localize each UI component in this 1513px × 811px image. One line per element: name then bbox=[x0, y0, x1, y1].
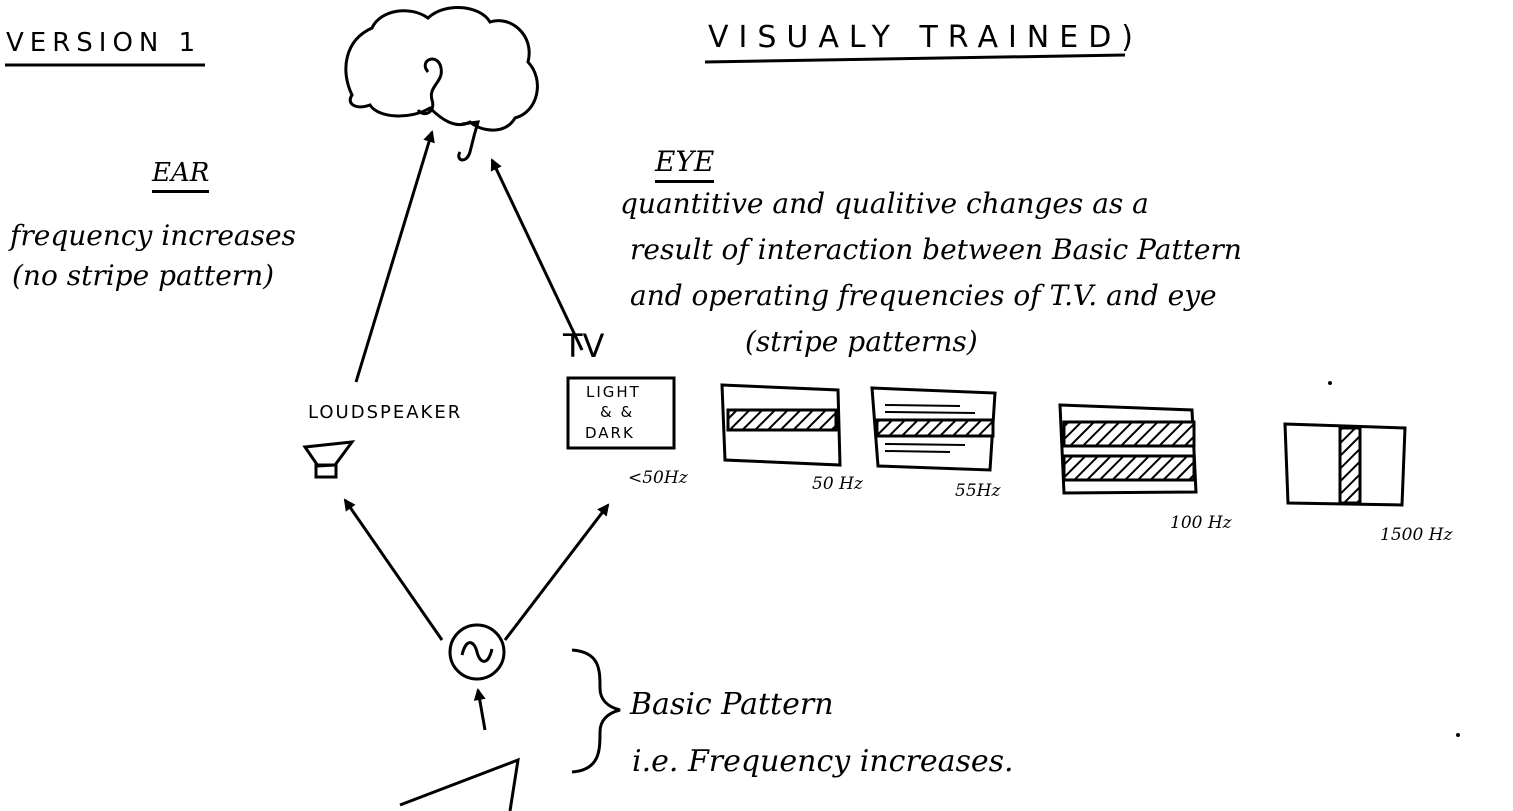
sawtooth-ramp bbox=[399, 757, 520, 811]
basic-pattern-line2: i.e. Frequency increases. bbox=[632, 744, 1014, 779]
loudspeaker-label: LOUDSPEAKER bbox=[308, 402, 463, 423]
freq-label-100: 100 Hz bbox=[1170, 513, 1232, 533]
arrow-osc-to-speaker bbox=[343, 498, 444, 641]
basic-pattern-line1: Basic Pattern bbox=[630, 687, 834, 722]
oscillator-icon bbox=[448, 623, 506, 681]
ear-note-line1: frequency increases bbox=[10, 219, 296, 252]
tv-screen-line3: DARK bbox=[585, 424, 635, 442]
version-label: VERSION 1 bbox=[6, 28, 202, 58]
arrow-input-to-osc bbox=[473, 688, 487, 731]
brain-cloud bbox=[344, 5, 539, 132]
eye-desc-line2: result of interaction between Basic Patt… bbox=[630, 233, 1242, 266]
arrow-osc-to-tv bbox=[503, 503, 610, 641]
curly-brace bbox=[571, 648, 621, 774]
ear-note-line2: (no stripe pattern) bbox=[12, 259, 275, 292]
tv-screen bbox=[566, 376, 676, 450]
loudspeaker-icon bbox=[302, 440, 356, 479]
freq-label-55: 55Hz bbox=[955, 481, 1001, 501]
freq-label-50: 50 Hz bbox=[812, 474, 863, 494]
stray-dot bbox=[1328, 381, 1332, 385]
ear-glyph bbox=[416, 57, 443, 116]
ear-title: EAR bbox=[152, 160, 210, 193]
eye-desc-line4: (stripe patterns) bbox=[745, 325, 978, 358]
arrow-tv-to-eye bbox=[490, 158, 584, 351]
eye-glyph bbox=[457, 120, 481, 162]
mode-label: VISUALY TRAINED) bbox=[708, 20, 1144, 55]
freq-label-lt50: <50Hz bbox=[628, 468, 688, 488]
mode-underline bbox=[704, 53, 1126, 64]
stripe-panel-1500hz bbox=[1283, 422, 1407, 507]
tv-label: TV bbox=[563, 327, 605, 365]
eye-desc-line1: quantitive and qualitive changes as a bbox=[620, 187, 1149, 220]
stripe-panel-100hz bbox=[1058, 403, 1198, 495]
stripe-panel-50hz bbox=[720, 383, 842, 467]
stray-dot bbox=[1456, 733, 1460, 737]
arrow-speaker-to-ear bbox=[354, 130, 435, 383]
eye-desc-line3: and operating frequencies of T.V. and ey… bbox=[630, 279, 1217, 312]
stripe-panel-55hz bbox=[870, 386, 997, 472]
eye-title: EYE bbox=[655, 148, 715, 183]
freq-label-1500: 1500 Hz bbox=[1380, 525, 1453, 545]
tv-screen-line1: LIGHT bbox=[586, 383, 641, 401]
tv-screen-line2: & & bbox=[600, 403, 635, 421]
